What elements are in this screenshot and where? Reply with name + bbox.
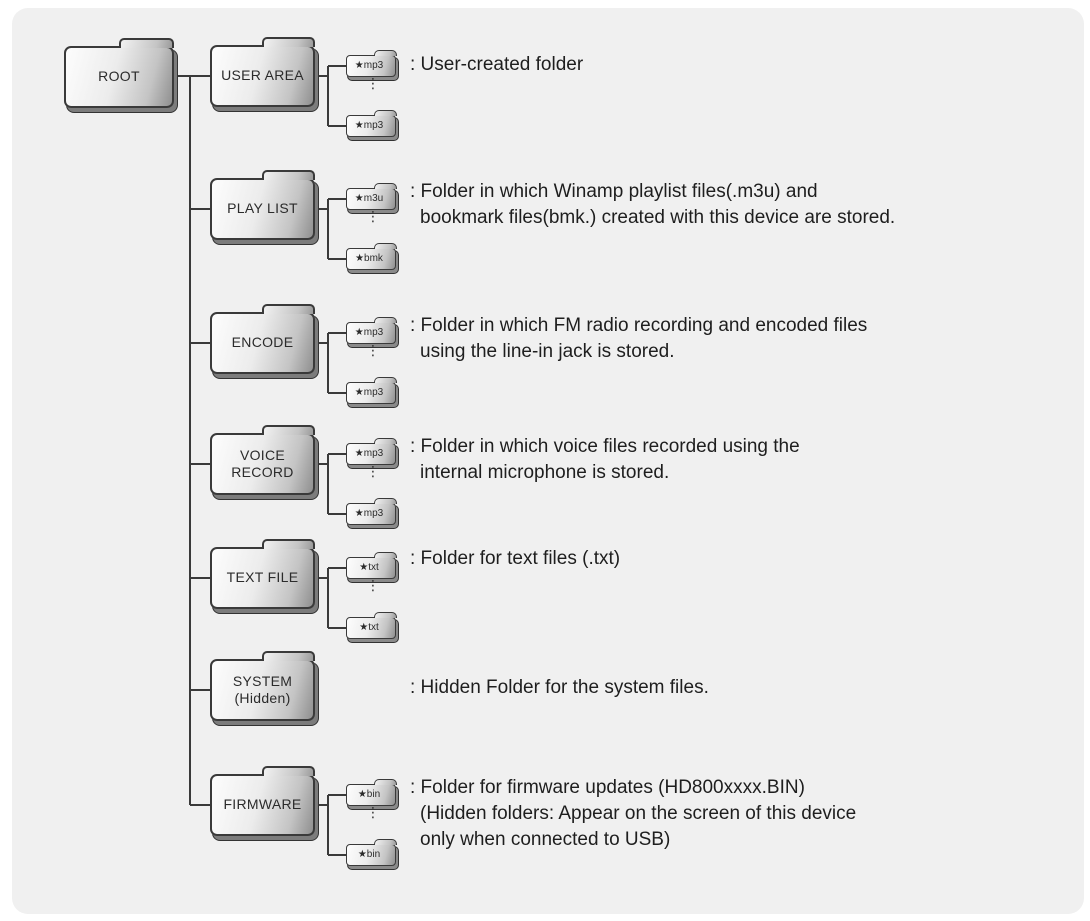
description-firmware: : Folder for firmware updates (HD800xxxx… <box>410 775 856 853</box>
description-line: : Folder for text files (.txt) <box>410 548 621 569</box>
folder-user-area-label: USER AREA <box>221 67 304 84</box>
file-play-list-last-label: ★bmk <box>355 252 383 264</box>
file-encode-first: ★mp3 <box>346 317 397 344</box>
file-firmware-last-label: ★bin <box>357 848 381 860</box>
file-encode-first-label: ★mp3 <box>354 326 384 338</box>
file-text-file-first-label: ★txt <box>359 561 379 573</box>
description-line: using the line-in jack is stored. <box>420 341 675 362</box>
root-folder-label: ROOT <box>98 68 140 85</box>
file-play-list-first: ★m3u <box>346 183 397 210</box>
description-line: : User-created folder <box>410 54 584 75</box>
file-voice-record-last-label: ★mp3 <box>354 507 384 519</box>
file-firmware-first-label: ★bin <box>357 788 381 800</box>
folder-system-hidden-label: SYSTEM <box>232 672 293 689</box>
description-line: only when connected to USB) <box>420 829 671 850</box>
folder-play-list: PLAY LIST <box>210 170 315 240</box>
description-voice-record: : Folder in which voice files recorded u… <box>410 434 800 486</box>
folder-firmware-label: FIRMWARE <box>223 796 302 813</box>
ellipsis-play-list: ⋮ <box>366 208 380 224</box>
folder-encode: ENCODE <box>210 304 315 374</box>
description-line: : Folder in which voice files recorded u… <box>410 436 800 457</box>
description-encode: : Folder in which FM radio recording and… <box>410 313 867 365</box>
description-play-list: : Folder in which Winamp playlist files(… <box>410 179 895 231</box>
file-user-area-first: ★mp3 <box>346 50 397 77</box>
description-user-area: : User-created folder <box>410 52 583 78</box>
description-line: : Folder in which FM radio recording and… <box>410 315 868 336</box>
file-firmware-last: ★bin <box>346 839 397 866</box>
file-encode-last: ★mp3 <box>346 377 397 404</box>
file-text-file-first: ★txt <box>346 552 397 579</box>
file-voice-record-last: ★mp3 <box>346 498 397 525</box>
ellipsis-firmware: ⋮ <box>366 804 380 820</box>
description-system-hidden: : Hidden Folder for the system files. <box>410 675 709 701</box>
file-encode-last-label: ★mp3 <box>354 386 384 398</box>
file-voice-record-first: ★mp3 <box>346 438 397 465</box>
ellipsis-encode: ⋮ <box>366 342 380 358</box>
description-line: internal microphone is stored. <box>420 462 670 483</box>
folder-system-hidden-label: (Hidden) <box>234 690 291 706</box>
root-folder: ROOT <box>64 38 174 108</box>
file-user-area-last: ★mp3 <box>346 110 397 137</box>
file-text-file-last: ★txt <box>346 612 397 639</box>
file-voice-record-first-label: ★mp3 <box>354 447 384 459</box>
file-play-list-last: ★bmk <box>346 243 397 270</box>
folder-voice-record-label: VOICE <box>239 446 286 463</box>
file-firmware-first: ★bin <box>346 779 397 806</box>
description-text-file: : Folder for text files (.txt) <box>410 546 620 572</box>
folder-text-file: TEXT FILE <box>210 539 315 609</box>
folder-encode-label: ENCODE <box>231 334 294 351</box>
description-line: : Folder in which Winamp playlist files(… <box>410 181 818 202</box>
ellipsis-user-area: ⋮ <box>366 75 380 91</box>
folder-play-list-label: PLAY LIST <box>227 200 298 217</box>
description-line: : Hidden Folder for the system files. <box>410 677 709 698</box>
description-line: : Folder for firmware updates (HD800xxxx… <box>410 777 805 798</box>
description-line: (Hidden folders: Appear on the screen of… <box>420 803 857 824</box>
ellipsis-voice-record: ⋮ <box>366 463 380 479</box>
folder-user-area: USER AREA <box>210 37 315 107</box>
folder-system-hidden: SYSTEM(Hidden) <box>210 651 315 721</box>
file-user-area-first-label: ★mp3 <box>354 59 384 71</box>
folder-firmware: FIRMWARE <box>210 766 315 836</box>
ellipsis-text-file: ⋮ <box>366 577 380 593</box>
description-line: bookmark files(bmk.) created with this d… <box>420 207 896 228</box>
file-text-file-last-label: ★txt <box>359 621 379 633</box>
folder-voice-record-label: RECORD <box>231 464 294 480</box>
file-user-area-last-label: ★mp3 <box>354 119 384 131</box>
file-play-list-first-label: ★m3u <box>354 192 384 204</box>
folder-text-file-label: TEXT FILE <box>226 569 299 586</box>
